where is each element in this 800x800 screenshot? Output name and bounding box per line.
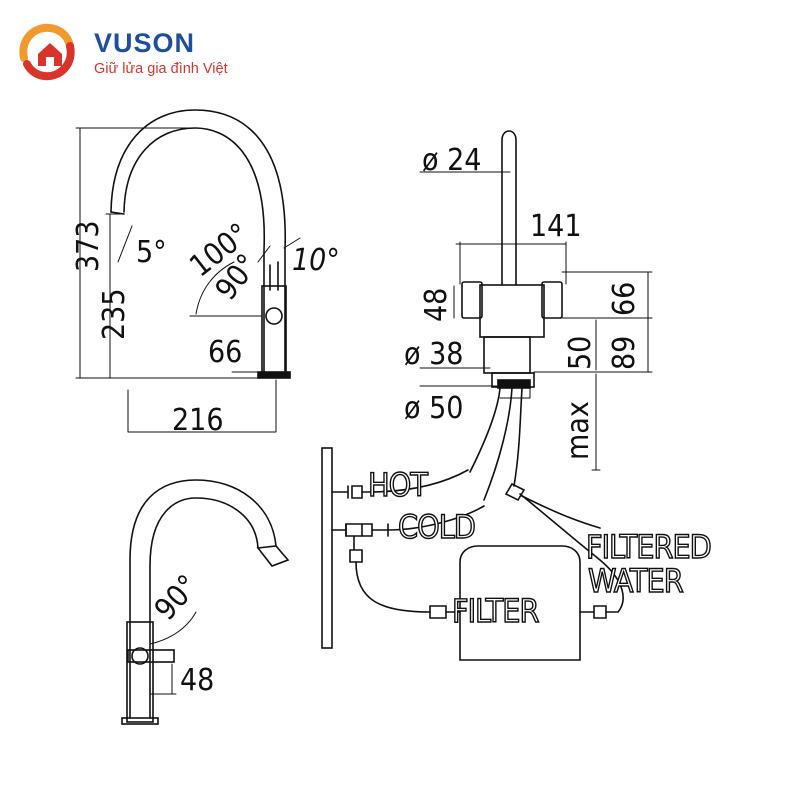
label-filter: FILTER: [452, 592, 539, 630]
dim-48-bottom: 48: [180, 663, 214, 698]
dim-max: max: [561, 401, 596, 460]
house-heart-icon: [19, 23, 75, 81]
side-dim-lines: [75, 127, 301, 433]
side-view-faucet: [110, 109, 291, 379]
front-dim-lines: [419, 171, 653, 471]
dim-373: 373: [71, 220, 106, 272]
dim-10-degree: 10°: [292, 243, 340, 278]
label-hot: HOT: [368, 466, 428, 504]
bottom-view-faucet: [121, 479, 290, 725]
brand-logo: VUSON Giữ lửa gia đình Việt: [16, 18, 276, 88]
dim-spout-diameter: ø 24: [422, 143, 481, 178]
dim-48-front: 48: [419, 288, 454, 322]
dim-235: 235: [97, 288, 132, 340]
label-cold: COLD: [398, 508, 475, 546]
dim-90-degree-bottom: 90°: [148, 568, 206, 627]
dim-89: 89: [607, 336, 642, 370]
label-filtered: FILTERED: [586, 528, 711, 566]
dim-base-diameter: ø 38: [404, 337, 463, 372]
dim-50-neck: 50: [563, 336, 598, 370]
dim-66-side: 66: [208, 335, 242, 370]
dim-216: 216: [172, 403, 224, 438]
dim-flange-diameter: ø 50: [404, 391, 463, 426]
brand-name: VUSON: [94, 28, 196, 58]
bottom-dim-lines: [149, 611, 197, 695]
label-water: WATER: [588, 562, 684, 600]
dim-141: 141: [530, 209, 582, 244]
brand-tagline: Giữ lửa gia đình Việt: [94, 61, 228, 77]
front-view-faucet: [461, 130, 563, 501]
dim-66-front: 66: [607, 282, 642, 316]
dim-5-degree: 5°: [136, 235, 167, 270]
install-schematic: [321, 447, 624, 661]
